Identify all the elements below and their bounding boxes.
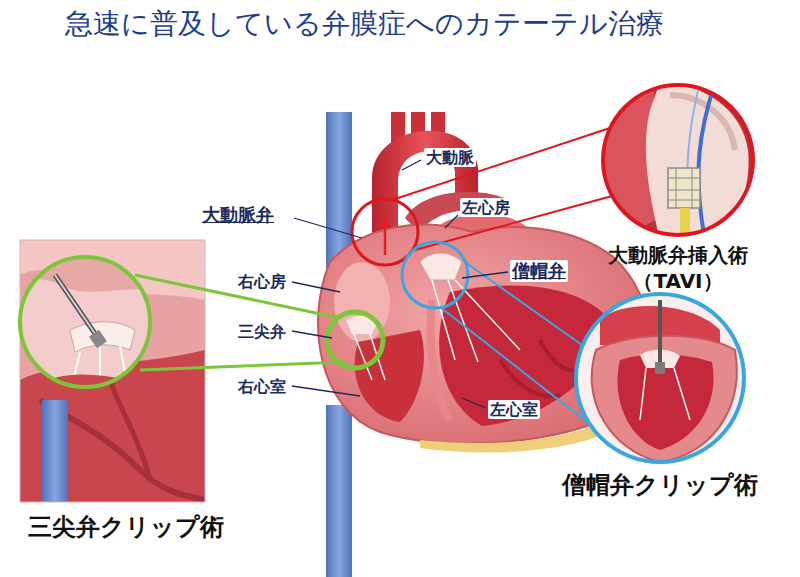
tavi-zoom-part bbox=[698, 82, 715, 240]
heart-part bbox=[431, 300, 450, 420]
zoom-lines bbox=[135, 128, 612, 426]
tavi-zoom-part bbox=[646, 82, 749, 240]
mitral-zoom-part bbox=[655, 362, 665, 374]
procedure-caption: 大動脈弁挿入術 （TAVI） bbox=[603, 242, 753, 294]
part-label: 三尖弁 bbox=[236, 322, 288, 341]
tavi-zoom-part bbox=[668, 168, 700, 208]
zoom-lines-part bbox=[402, 242, 468, 308]
circle-outline bbox=[15, 255, 154, 391]
circle-outline-ring bbox=[603, 85, 753, 235]
tricuspid-zoom-part bbox=[55, 275, 98, 338]
leader-lines-part bbox=[462, 272, 508, 278]
leader-lines-part bbox=[294, 218, 362, 238]
procedure-caption: 三尖弁クリップ術 bbox=[15, 512, 230, 543]
tricuspid-zoom-part bbox=[70, 322, 135, 352]
tavi-zoom bbox=[600, 82, 760, 248]
title: 急速に普及している弁膜症へのカテーテル治療 bbox=[65, 6, 664, 42]
zoom-circle: 大動脈弁挿入術 （TAVI） bbox=[603, 82, 753, 294]
leader-lines-part bbox=[292, 331, 332, 338]
svg-defs-part bbox=[42, 400, 68, 502]
part-label: 右心房 bbox=[236, 272, 288, 291]
part-label: 左心室 bbox=[488, 400, 540, 419]
leader-lines-part bbox=[402, 160, 421, 170]
zoom-lines-part bbox=[327, 312, 383, 368]
leader-lines-part bbox=[445, 215, 458, 228]
heart-part bbox=[326, 405, 352, 577]
tricuspid-zoom-part bbox=[89, 330, 107, 348]
mitral-zoom-part bbox=[640, 368, 690, 420]
part-label: 大動脈 bbox=[424, 148, 476, 167]
tavi-zoom-part bbox=[668, 168, 700, 208]
circle-outline bbox=[603, 82, 757, 239]
part-label: 左心房 bbox=[460, 198, 512, 217]
leader-lines-part bbox=[292, 386, 360, 396]
part-label: 大動脈弁 bbox=[200, 204, 276, 226]
svg-defs-part bbox=[110, 380, 150, 480]
heart-part bbox=[355, 330, 424, 422]
leader-lines-part bbox=[292, 282, 340, 292]
zoom-circle: 僧帽弁クリップ術 bbox=[560, 294, 760, 501]
mitral-zoom-part bbox=[658, 300, 662, 368]
leader-lines-part bbox=[462, 398, 486, 408]
circle-outline-ring bbox=[576, 294, 744, 462]
zoom-lines-part bbox=[392, 128, 612, 250]
zoom-circle: 三尖弁クリップ術 bbox=[15, 255, 230, 543]
tricuspid-zoom-part bbox=[55, 275, 98, 338]
part-label: 右心室 bbox=[236, 377, 288, 396]
procedure-caption: 僧帽弁クリップ術 bbox=[560, 470, 760, 501]
zoom-lines-part bbox=[440, 262, 592, 426]
tricuspid-zoom bbox=[15, 255, 155, 395]
tricuspid-zoom-part bbox=[15, 255, 155, 390]
circle-outline-ring bbox=[20, 257, 150, 387]
tavi-zoom-part bbox=[680, 208, 690, 248]
heart-part bbox=[354, 334, 385, 380]
mitral-zoom bbox=[576, 294, 744, 464]
part-label: 僧帽弁 bbox=[510, 260, 568, 282]
heart-part bbox=[379, 216, 391, 228]
mitral-zoom-part bbox=[617, 354, 713, 450]
circle-outline bbox=[560, 294, 748, 466]
mitral-zoom-part bbox=[576, 294, 744, 464]
heart-part bbox=[420, 253, 462, 280]
